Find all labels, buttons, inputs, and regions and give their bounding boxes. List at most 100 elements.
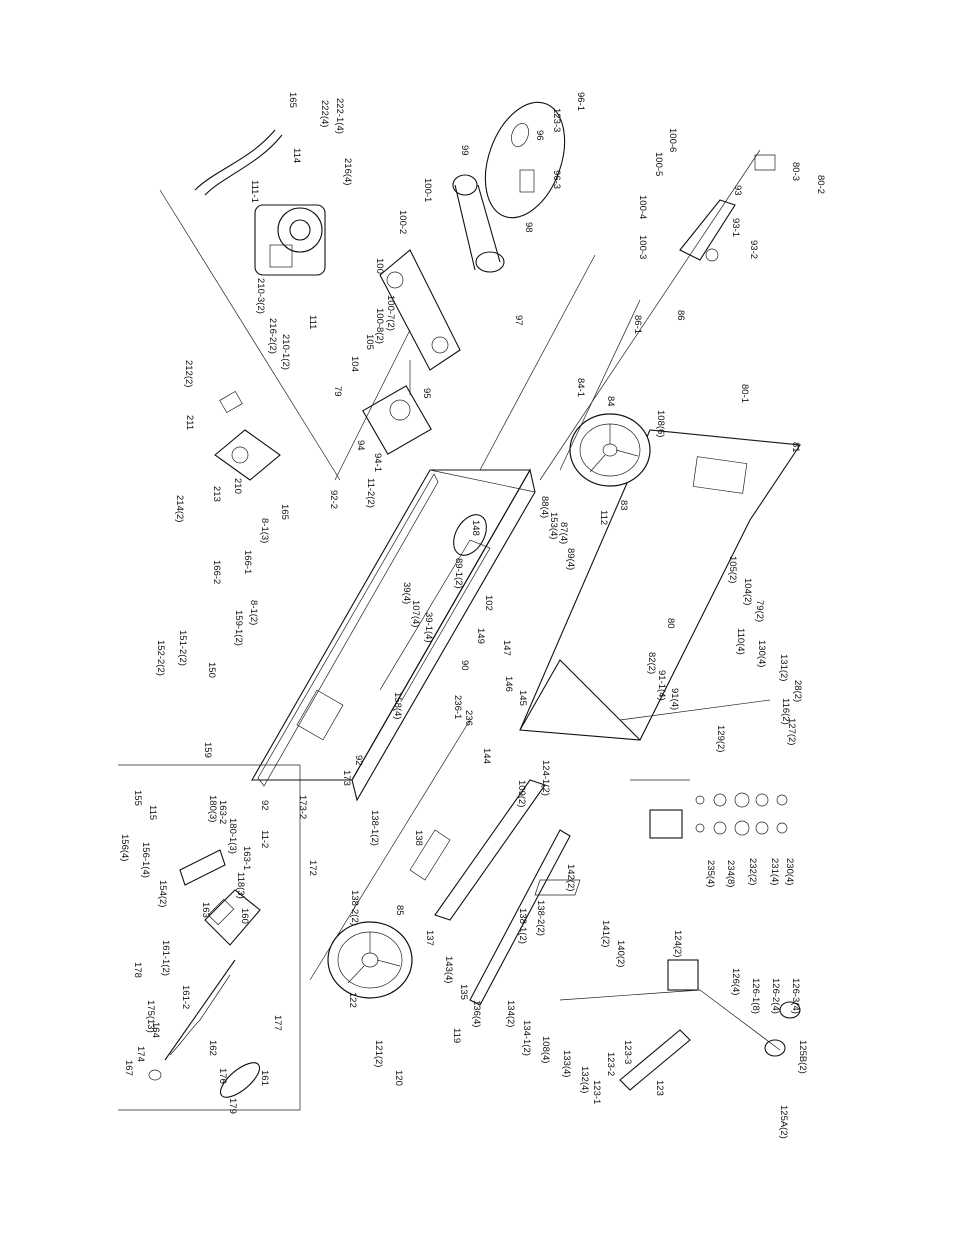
part-label: 94 [355, 440, 366, 451]
part-label: 178 [132, 962, 143, 978]
part-label: 179 [227, 1098, 238, 1114]
part-label: 211 [184, 415, 195, 430]
part-label: 89(4) [565, 548, 576, 570]
part-label: 210-3(2) [255, 278, 266, 314]
part-label: 172 [307, 860, 318, 876]
part-label: 123-1 [591, 1080, 602, 1104]
part-label: 132(4) [579, 1066, 590, 1093]
part-label: 86 [675, 310, 686, 321]
part-label: 114 [291, 148, 302, 163]
part-label: 93-1 [730, 218, 741, 237]
part-label: 149 [475, 628, 486, 644]
part-label: 135 [458, 984, 469, 1000]
part-label: 111-1 [249, 180, 260, 203]
part-label: 11-2(2) [365, 478, 376, 508]
part-label: 84-1 [575, 378, 586, 397]
part-label: 138-1(2) [517, 908, 528, 944]
part-label: 152-2(2) [155, 640, 166, 676]
part-label: 177 [272, 1015, 283, 1031]
part-label: 100-7(2) [385, 295, 396, 331]
part-label: 96-3 [551, 170, 562, 189]
part-label: 80-1 [739, 384, 750, 403]
part-label: 82(2) [646, 652, 657, 674]
part-label: 108(6) [655, 410, 666, 437]
part-label: 161 [259, 1070, 270, 1086]
vise-inset [118, 764, 301, 1111]
part-label: 134-1(2) [521, 1020, 532, 1056]
part-label: 105 [364, 334, 375, 350]
part-label: 98 [523, 222, 534, 233]
part-label: 166-1 [242, 550, 253, 574]
part-label: 210-1(2) [280, 334, 291, 370]
part-label: 125B(2) [797, 1040, 808, 1074]
part-label: 155 [132, 790, 143, 806]
part-label: 127(2) [786, 718, 797, 745]
part-label: 137 [424, 930, 435, 946]
part-label: 86-1 [632, 315, 643, 334]
part-label: 156-1(4) [140, 842, 151, 878]
part-label: 28(2) [792, 680, 803, 702]
part-label: 146 [503, 676, 514, 692]
part-label: 163 [200, 902, 211, 918]
part-label: 125A(2) [778, 1105, 789, 1139]
part-label: 154(2) [157, 880, 168, 907]
idler-wheel-122 [327, 921, 413, 999]
part-label: 8-1(3) [259, 518, 270, 543]
part-label: 176 [217, 1068, 228, 1084]
part-label: 141(2) [600, 920, 611, 947]
part-label: 80 [665, 618, 676, 629]
part-label: 96-1 [575, 92, 586, 111]
part-label: 102 [483, 595, 494, 611]
bracket-93 [679, 154, 776, 262]
part-label: 93-2 [748, 240, 759, 259]
part-label: 110(4) [735, 628, 746, 655]
part-label: 100-8(2) [374, 308, 385, 344]
part-label: 92 [259, 800, 270, 811]
part-label: 84 [605, 396, 616, 407]
part-label: 105(2) [727, 556, 738, 583]
part-label: 92 [353, 755, 364, 766]
part-label: 126-2(4) [770, 978, 781, 1014]
part-label: 175(13) [145, 1000, 156, 1033]
part-label: 145 [517, 690, 528, 706]
part-label: 94-1 [372, 453, 383, 472]
part-label: 100-4 [637, 195, 648, 219]
part-label: 161-1(2) [160, 940, 171, 976]
part-label: 231(4) [769, 858, 780, 885]
part-label: 100-5 [653, 152, 664, 176]
part-label: 123-3 [622, 1040, 633, 1064]
part-label: 222-1(4) [334, 98, 345, 134]
part-label: 120 [393, 1070, 404, 1086]
part-label: 236-1 [452, 695, 463, 719]
drive-wheel-84 [569, 413, 651, 487]
part-label: 39(4) [401, 582, 412, 604]
part-label: 235(4) [705, 860, 716, 887]
part-label: 173 [341, 770, 352, 786]
part-label: 214(2) [174, 495, 185, 522]
part-label: 123-2 [605, 1052, 616, 1076]
bearing-bracket [649, 792, 788, 839]
part-label: 140(2) [615, 940, 626, 967]
part-label: 144 [481, 748, 492, 764]
part-label: 159-1(2) [233, 610, 244, 646]
part-label: 216-2(2) [267, 318, 278, 354]
part-label: 85 [394, 905, 405, 916]
part-label: 123-3 [551, 108, 562, 132]
part-label: 119 [451, 1028, 462, 1043]
leader-lines [159, 149, 781, 1051]
part-label: 100-6 [667, 128, 678, 152]
part-label: 150 [206, 662, 217, 678]
part-label: 80-2 [815, 175, 826, 194]
bearing-guide [534, 879, 801, 1091]
switch-box [214, 390, 281, 481]
part-label: 124-1(2) [540, 760, 551, 796]
part-label: 165 [287, 92, 298, 108]
part-label: 142(2) [565, 864, 576, 891]
part-label: 131(2) [778, 654, 789, 681]
part-label: 143(4) [443, 956, 454, 983]
part-label: 130(4) [756, 640, 767, 667]
part-label: 83 [618, 500, 629, 511]
part-label: 133(4) [561, 1050, 572, 1077]
part-label: 123 [654, 1080, 665, 1096]
